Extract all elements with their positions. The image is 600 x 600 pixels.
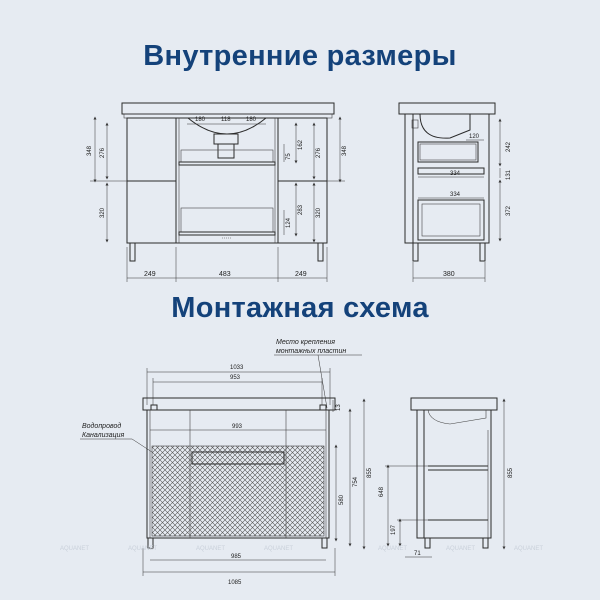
dim-bottom-483: 483 xyxy=(219,271,231,278)
dim-center-75: 75 xyxy=(286,153,292,160)
mount-dim-953: 953 xyxy=(230,375,241,381)
side-dim-120: 120 xyxy=(469,134,480,140)
side-dim-380: 380 xyxy=(443,271,455,278)
dim-center-283: 283 xyxy=(298,204,304,215)
dim-bottom-249-right: 249 xyxy=(295,271,307,278)
dim-center-124: 124 xyxy=(286,217,292,228)
svg-text:AQUANET: AQUANET xyxy=(128,546,157,552)
dim-left-348: 348 xyxy=(87,145,93,156)
mounting-side-view: 648 197 855 71 xyxy=(379,397,514,558)
dim-top-3: 180 xyxy=(246,117,257,123)
svg-text:AQUANET: AQUANET xyxy=(196,546,225,552)
dim-right-320: 320 xyxy=(316,207,322,218)
dim-bottom-249-left: 249 xyxy=(144,271,156,278)
mount-dim-1085: 1085 xyxy=(228,580,242,586)
countertop-outline xyxy=(121,102,335,115)
side-mount-71: 71 xyxy=(414,551,421,557)
mount-dim-1033: 1033 xyxy=(230,365,244,371)
mounting-scheme-title: Монтажная схема xyxy=(171,292,429,324)
dim-right-276: 276 xyxy=(316,147,322,158)
dim-left-320: 320 xyxy=(100,207,106,218)
dim-right-348: 348 xyxy=(342,145,348,156)
internal-side-view: 120 334 334 242 131 372 380 xyxy=(398,102,512,282)
mount-dim-855: 855 xyxy=(367,467,373,478)
side-dim-372: 372 xyxy=(506,205,512,216)
side-dim-334-top: 334 xyxy=(450,171,461,177)
side-dim-242: 242 xyxy=(506,141,512,152)
svg-text:AQUANET: AQUANET xyxy=(378,546,407,552)
side-dim-131: 131 xyxy=(506,169,512,180)
water-label-line1: Водопровод xyxy=(82,422,121,430)
side-mount-197: 197 xyxy=(391,524,397,535)
svg-text:AQUANET: AQUANET xyxy=(60,546,89,552)
mount-dim-754: 754 xyxy=(353,476,359,487)
internal-front-view: 180 118 180 348 276 320 75 162 124 283 2… xyxy=(87,102,348,282)
plate-label-line1: Место крепления xyxy=(276,339,335,346)
side-mount-648: 648 xyxy=(379,486,385,497)
svg-text:AQUANET: AQUANET xyxy=(446,546,475,552)
dim-top-2: 118 xyxy=(221,117,231,123)
plumbing-zone xyxy=(151,445,325,537)
mount-dim-993: 993 xyxy=(232,424,243,430)
watermark-row: AQUANET AQUANET AQUANET AQUANET AQUANET … xyxy=(60,546,543,552)
mount-dim-985: 985 xyxy=(231,554,242,560)
dim-top-1: 180 xyxy=(195,117,206,123)
mount-dim-580: 580 xyxy=(339,494,345,505)
side-dim-334-bottom: 334 xyxy=(450,192,461,198)
svg-text:AQUANET: AQUANET xyxy=(514,546,543,552)
svg-text:AQUANET: AQUANET xyxy=(264,546,293,552)
dim-left-276: 276 xyxy=(100,147,106,158)
water-label-line2: Канализация xyxy=(82,432,124,439)
dim-center-162: 162 xyxy=(298,139,304,150)
plate-label-line2: монтажных пластин xyxy=(276,348,346,355)
internal-dimensions-title: Внутренние размеры xyxy=(143,40,457,72)
side-mount-855: 855 xyxy=(508,467,514,478)
mount-dim-13: 13 xyxy=(336,404,342,411)
mounting-front-view: Место крепления монтажных пластин Водопр… xyxy=(80,339,373,586)
